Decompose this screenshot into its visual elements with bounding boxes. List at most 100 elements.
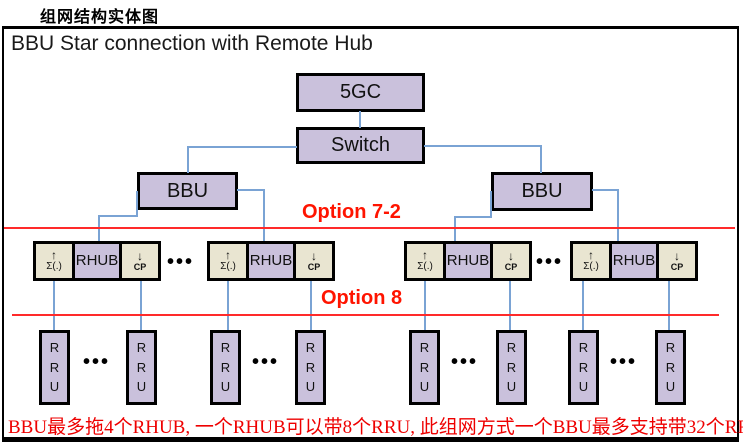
rhub-box: RHUB xyxy=(75,244,119,278)
rru-letter: R xyxy=(419,359,430,375)
connector-line xyxy=(592,189,619,191)
up-arrow-icon: ↑ xyxy=(422,248,428,263)
rru-letter: R xyxy=(506,340,517,356)
connector-line xyxy=(136,191,138,217)
uplink-label: Σ(.) xyxy=(220,261,236,273)
rru-letter: R xyxy=(49,359,60,375)
down-arrow-icon: ↓ xyxy=(137,248,143,263)
node-5gc: 5GC xyxy=(296,73,425,112)
node-5gc-label: 5GC xyxy=(339,81,382,103)
connector-line xyxy=(540,145,542,173)
node-bbu-label: BBU xyxy=(521,180,563,202)
down-arrow-icon: ↓ xyxy=(674,248,680,263)
down-arrow-icon: ↓ xyxy=(311,248,317,263)
rhub-downlink-port: ↓ CP xyxy=(122,244,158,278)
connector-line xyxy=(98,215,138,217)
downlink-label: CP xyxy=(670,261,684,272)
rru-node: R R U xyxy=(496,330,527,405)
rhub-uplink-port: ↑ Σ(.) xyxy=(407,244,443,278)
rru-node: R R U xyxy=(655,330,686,405)
page-title: 组网结构实体图 xyxy=(40,9,160,26)
rru-node: R R U xyxy=(210,330,241,405)
uplink-label: Σ(.) xyxy=(583,261,599,273)
rru-node: R R U xyxy=(39,330,70,405)
connector-line xyxy=(424,280,426,330)
rhub-label: RHUB xyxy=(249,252,293,270)
rhub-downlink-port: ↓ CP xyxy=(493,244,529,278)
rhub-module: ↑ Σ(.) RHUB ↓ CP xyxy=(207,241,335,281)
uplink-label: Σ(.) xyxy=(46,261,62,273)
rru-letter: U xyxy=(220,379,231,395)
rru-letter: R xyxy=(49,340,60,356)
node-switch-label: Switch xyxy=(331,134,390,156)
ellipsis: ••• xyxy=(252,351,280,373)
connector-line xyxy=(424,145,542,147)
downlink-label: CP xyxy=(307,261,321,272)
node-bbu-right: BBU xyxy=(491,172,593,211)
rru-letter: R xyxy=(136,359,147,375)
rru-letter: R xyxy=(136,340,147,356)
node-switch: Switch xyxy=(296,127,425,164)
uplink-label: Σ(.) xyxy=(417,261,433,273)
rhub-uplink-port: ↑ Σ(.) xyxy=(573,244,609,278)
diagram-caption: BBU最多拖4个RHUB, 一个RHUB可以带8个RRU, 此组网方式一个BBU… xyxy=(8,417,743,438)
option-8-divider xyxy=(12,314,719,316)
option-8-label: Option 8 xyxy=(321,287,403,309)
rhub-uplink-port: ↑ Σ(.) xyxy=(36,244,72,278)
connector-line xyxy=(310,280,312,330)
connector-line xyxy=(359,111,361,128)
connector-line xyxy=(140,280,142,330)
rru-letter: U xyxy=(136,379,147,395)
down-arrow-icon: ↓ xyxy=(508,248,514,263)
downlink-label: CP xyxy=(133,261,147,272)
rhub-uplink-port: ↑ Σ(.) xyxy=(210,244,246,278)
option-7-2-label: Option 7-2 xyxy=(302,201,401,223)
rhub-label: RHUB xyxy=(75,252,119,270)
diagram-heading: BBU Star connection with Remote Hub xyxy=(11,32,373,55)
rru-letter: R xyxy=(305,359,316,375)
rhub-label: RHUB xyxy=(446,252,490,270)
downlink-label: CP xyxy=(504,261,518,272)
rru-letter: R xyxy=(665,359,676,375)
rhub-module: ↑ Σ(.) RHUB ↓ CP xyxy=(404,241,532,281)
rru-letter: R xyxy=(419,340,430,356)
ellipsis: ••• xyxy=(610,351,638,373)
rhub-box: RHUB xyxy=(249,244,293,278)
connector-line xyxy=(227,280,229,330)
connector-line xyxy=(617,189,619,242)
up-arrow-icon: ↑ xyxy=(225,248,231,263)
diagram-frame xyxy=(2,26,739,442)
rru-letter: U xyxy=(305,379,316,395)
connector-line xyxy=(490,191,492,218)
rru-node: R R U xyxy=(409,330,440,405)
rru-letter: U xyxy=(419,379,430,395)
rru-letter: R xyxy=(220,340,231,356)
rru-letter: U xyxy=(578,379,589,395)
connector-line xyxy=(187,146,297,148)
rhub-label: RHUB xyxy=(612,252,656,270)
rhub-module: ↑ Σ(.) RHUB ↓ CP xyxy=(33,241,161,281)
rhub-box: RHUB xyxy=(612,244,656,278)
rru-letter: R xyxy=(220,359,231,375)
ellipsis: ••• xyxy=(83,351,111,373)
connector-line xyxy=(237,189,265,191)
connector-line xyxy=(454,216,492,218)
rhub-box: RHUB xyxy=(446,244,490,278)
rru-letter: R xyxy=(578,340,589,356)
rhub-downlink-port: ↓ CP xyxy=(659,244,695,278)
rru-node: R R U xyxy=(568,330,599,405)
rhub-module: ↑ Σ(.) RHUB ↓ CP xyxy=(570,241,698,281)
rru-letter: U xyxy=(506,379,517,395)
connector-line xyxy=(454,216,456,242)
rhub-downlink-port: ↓ CP xyxy=(296,244,332,278)
up-arrow-icon: ↑ xyxy=(588,248,594,263)
rru-node: R R U xyxy=(126,330,157,405)
connector-line xyxy=(53,280,55,330)
connector-line xyxy=(582,280,584,330)
rru-letter: R xyxy=(665,340,676,356)
connector-line xyxy=(509,280,511,330)
rru-letter: R xyxy=(305,340,316,356)
node-bbu-label: BBU xyxy=(166,179,209,202)
up-arrow-icon: ↑ xyxy=(51,248,57,263)
ellipsis: ••• xyxy=(536,251,564,273)
